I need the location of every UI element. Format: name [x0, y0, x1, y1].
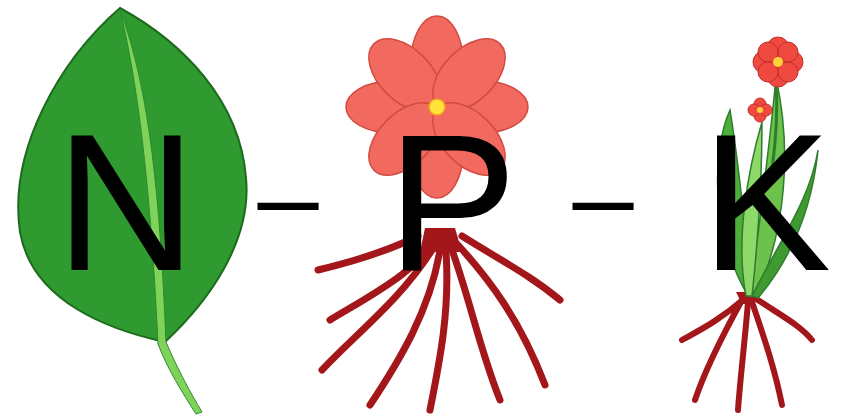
plant-flower-large: [753, 37, 803, 87]
plant-flower-center: [773, 57, 783, 67]
nutrient-letter: P: [387, 105, 517, 300]
separator-dash: –: [257, 141, 318, 251]
nutrient-letter: N: [56, 105, 197, 300]
separator-dash: –: [572, 141, 633, 251]
leaf-picture: [18, 8, 246, 414]
nutrient-letter: K: [701, 105, 831, 300]
flower-picture: [318, 16, 560, 410]
plant-roots: [682, 298, 812, 410]
